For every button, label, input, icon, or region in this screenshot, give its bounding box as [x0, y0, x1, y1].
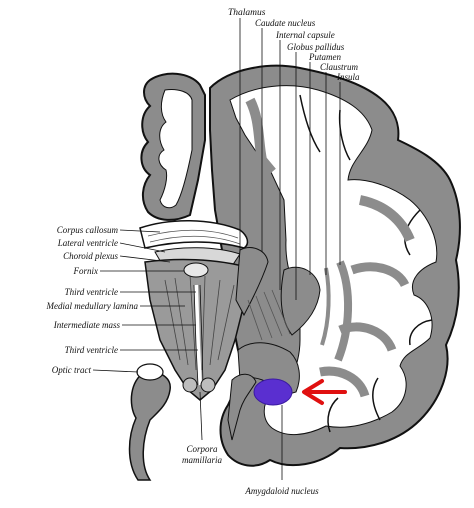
gyrus-band-3 [350, 262, 410, 288]
leader-corpora-mamillaria [199, 391, 203, 441]
label-caudate-nucleus: Caudate nucleus [255, 18, 316, 28]
label-mamillaria: mamillaria [182, 455, 223, 465]
leader-corpus-callosum [119, 229, 161, 233]
leader-lines [92, 18, 341, 480]
label-optic-tract: Optic tract [52, 365, 92, 375]
optic-tract-shape [136, 363, 164, 381]
corpus-callosum-striations [147, 229, 241, 245]
label-corpus-callosum: Corpus callosum [57, 225, 119, 235]
right-temporal-stub [227, 373, 257, 441]
label-amygdaloid-nucleus: Amygdaloid nucleus [244, 486, 319, 496]
label-third-ventricle-upper: Third ventricle [65, 287, 118, 297]
insula-cortex [334, 260, 353, 362]
leader-choroid-plexus [119, 255, 171, 263]
label-third-ventricle-lower: Third ventricle [65, 345, 118, 355]
mamillary-body-left [182, 377, 198, 393]
third-ventricle-outline [193, 284, 204, 386]
label-choroid-plexus: Choroid plexus [63, 251, 118, 261]
sulcus-6 [327, 397, 339, 433]
gyrus-band-2 [358, 195, 415, 243]
claustrum-shape [320, 267, 331, 346]
caudate-nucleus-shape [235, 247, 269, 317]
label-internal-capsule: Internal capsule [275, 30, 335, 40]
gyrus-band-5 [319, 366, 370, 398]
fornix-shape [183, 262, 209, 278]
red-arrow-head [302, 379, 324, 405]
putamen-shape [280, 266, 321, 336]
label-insula: Insula [336, 72, 360, 82]
thalamus-striations [164, 274, 235, 371]
labels: Thalamus Caudate nucleus Internal capsul… [46, 8, 361, 496]
label-putamen: Putamen [308, 52, 341, 62]
label-fornix: Fornix [73, 266, 99, 276]
midline-structures [139, 219, 251, 401]
label-globus-pallidus: Globus pallidus [287, 42, 345, 52]
sulcus-1 [299, 94, 321, 153]
left-temporal-stub [128, 370, 171, 481]
left-lower-structures [128, 363, 257, 481]
internal-capsule-striations [247, 289, 291, 341]
leader-lateral-ventricle [119, 242, 166, 253]
label-claustrum: Claustrum [320, 62, 359, 72]
label-medial-medullary-lamina: Medial medullary lamina [46, 301, 139, 311]
third-ventricle-slit [194, 284, 202, 386]
corpus-callosum-shape [139, 219, 249, 249]
label-corpora: Corpora [186, 444, 218, 454]
label-intermediate-mass: Intermediate mass [53, 320, 121, 330]
left-gyri-white [158, 89, 193, 209]
leader-optic-tract [92, 369, 139, 373]
amygdala-highlight [253, 378, 293, 406]
sulcus-4 [409, 319, 433, 346]
sulcus-5 [372, 377, 381, 421]
red-arrow [302, 379, 347, 405]
mamillary-body-right [200, 377, 216, 393]
label-thalamus: Thalamus [228, 8, 266, 18]
label-lateral-ventricle: Lateral ventricle [57, 238, 118, 248]
